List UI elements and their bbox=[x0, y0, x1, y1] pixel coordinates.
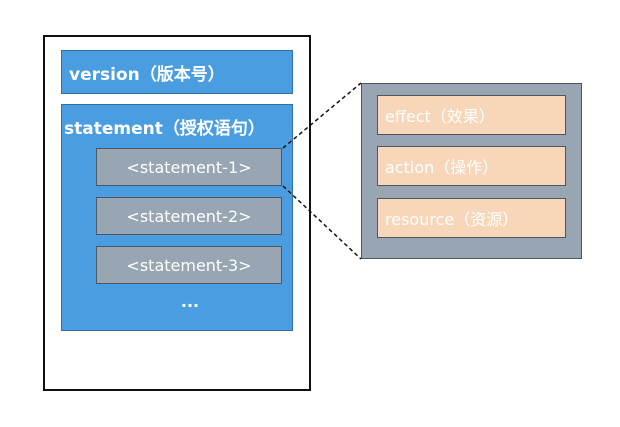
connector-top-line bbox=[282, 82, 362, 149]
statement-3-label: <statement-3> bbox=[126, 255, 252, 275]
statement-label: statement（授权语句） bbox=[64, 119, 265, 139]
resource-field-box: resource（资源） bbox=[377, 198, 566, 238]
version-box: version（版本号） bbox=[61, 50, 293, 94]
statement-3-box: <statement-3> bbox=[96, 246, 282, 284]
connector-bottom-line bbox=[282, 185, 362, 260]
action-field-label: action（操作） bbox=[385, 158, 499, 177]
action-field-box: action（操作） bbox=[377, 146, 566, 186]
statement-2-box: <statement-2> bbox=[96, 197, 282, 235]
effect-field-box: effect（效果） bbox=[377, 95, 566, 135]
version-label: version（版本号） bbox=[69, 64, 225, 85]
resource-field-label: resource（资源） bbox=[385, 210, 519, 229]
statement-1-label: <statement-1> bbox=[126, 157, 252, 177]
statement-1-box: <statement-1> bbox=[96, 148, 282, 186]
statement-2-label: <statement-2> bbox=[126, 206, 252, 226]
more-statements-ellipsis: ... bbox=[180, 292, 200, 311]
effect-field-label: effect（效果） bbox=[385, 107, 495, 126]
